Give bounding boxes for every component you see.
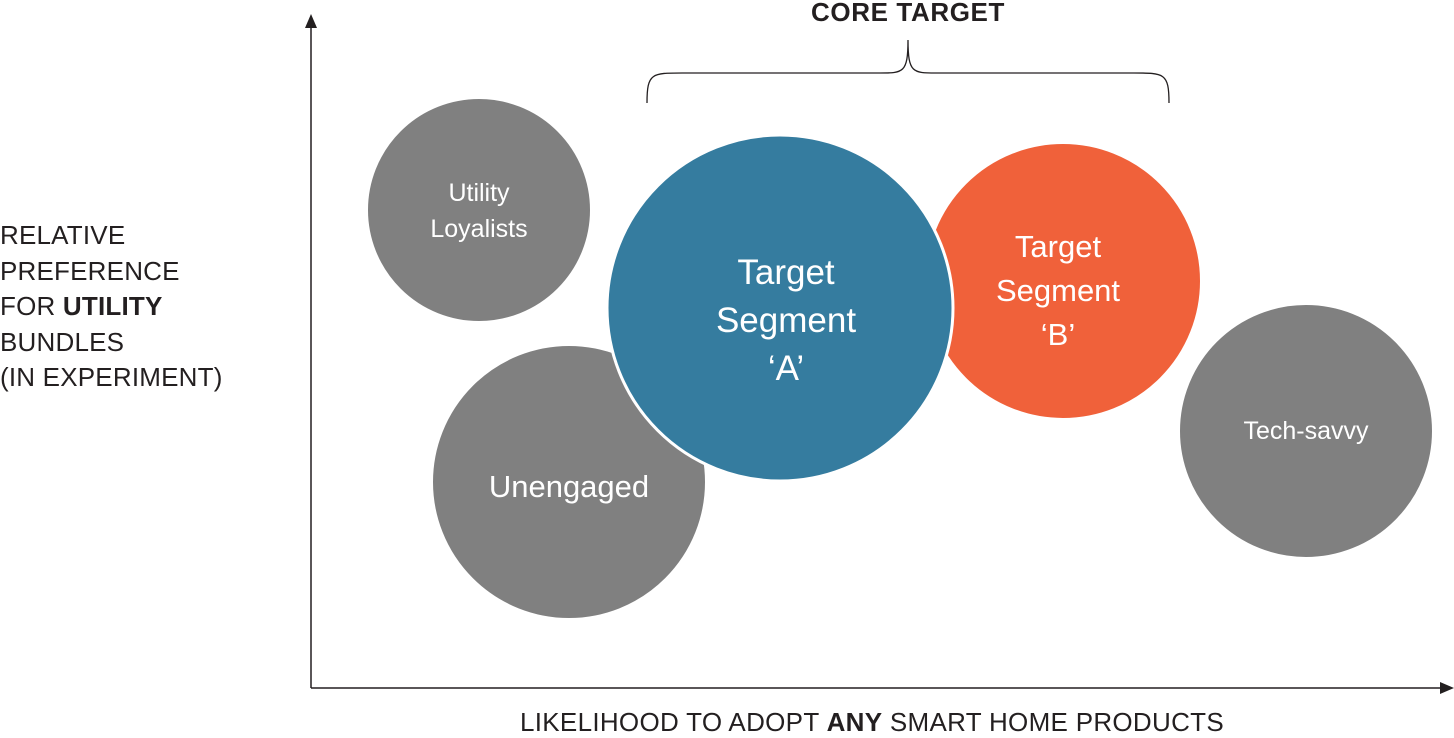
bubble-label-line: ‘A’ — [767, 349, 805, 388]
target-segment-a-label: Target Segment ‘A’ — [716, 249, 856, 393]
x-axis-label-suffix: SMART HOME PRODUCTS — [882, 707, 1224, 737]
utility-loyalists-label: Utility Loyalists — [430, 175, 527, 247]
y-axis-label-line: FOR UTILITY — [0, 289, 290, 325]
bubble-label-line: Utility — [448, 179, 510, 207]
bubble-label-line: Unengaged — [488, 469, 650, 504]
tech-savvy-label: Tech-savvy — [1243, 414, 1368, 448]
y-axis-label-line: BUNDLES — [0, 326, 125, 357]
bubble-label-line: Segment — [715, 301, 857, 340]
bubble-label-line: Loyalists — [430, 215, 528, 243]
core-target-brace — [646, 39, 1170, 104]
bubble-label-line: ‘B’ — [1040, 317, 1076, 352]
x-axis-arrowhead — [1440, 682, 1454, 694]
y-axis-label: RELATIVE PREFERENCE FOR UTILITY BUNDLES … — [0, 218, 290, 396]
bubble-label-line: Target — [737, 253, 835, 292]
y-axis-arrowhead — [305, 14, 317, 28]
target-segment-a-bubble — [605, 133, 955, 483]
x-axis-label-emphasis: ANY — [826, 707, 883, 737]
utility-loyalists-bubble — [366, 97, 592, 323]
y-axis-label-prefix: FOR — [0, 291, 63, 321]
unengaged-label: Unengaged — [489, 467, 649, 507]
tech-savvy-bubble — [1178, 303, 1434, 559]
y-axis-label-line: (IN EXPERIMENT) — [0, 362, 223, 392]
target-segment-b-label: Target Segment ‘B’ — [996, 225, 1120, 357]
y-axis-label-emphasis: UTILITY — [62, 291, 163, 321]
bubble-label-line: Target — [1014, 229, 1102, 264]
x-axis-label: LIKELIHOOD TO ADOPT ANY SMART HOME PRODU… — [310, 707, 1434, 738]
bubble-label-line: Segment — [995, 273, 1121, 308]
x-axis-label-prefix: LIKELIHOOD TO ADOPT — [520, 707, 827, 737]
y-axis-label-line: RELATIVE — [0, 220, 126, 250]
y-axis-label-line: PREFERENCE — [0, 255, 180, 286]
unengaged-bubble — [431, 344, 707, 620]
core-target-label: CORE TARGET — [811, 0, 1005, 27]
bubble-label-line: Tech-savvy — [1243, 417, 1369, 445]
